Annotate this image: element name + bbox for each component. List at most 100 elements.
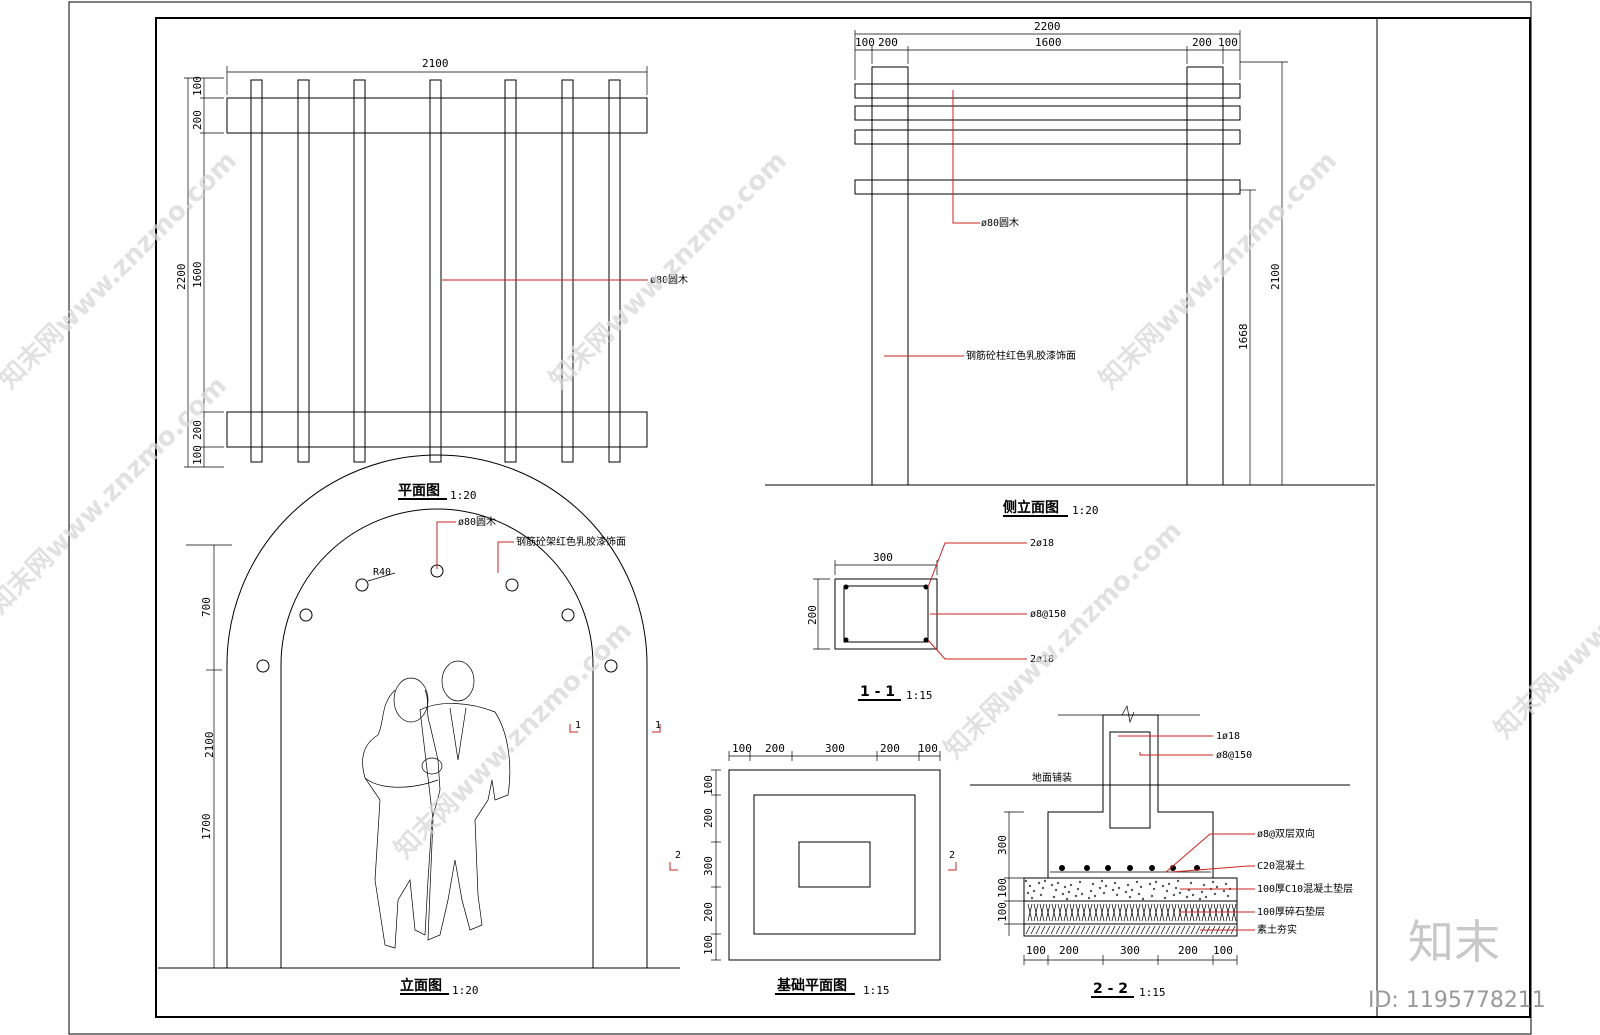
svg-text:100: 100 bbox=[191, 76, 204, 96]
sec11-title: 1 - 1 bbox=[860, 684, 895, 700]
svg-text:300: 300 bbox=[825, 742, 845, 755]
svg-text:100厚C10混凝土垫层: 100厚C10混凝土垫层 bbox=[1257, 882, 1353, 895]
timber-hole bbox=[256, 659, 270, 673]
plan-title: 平面图 bbox=[398, 483, 440, 499]
section-2-2: 300 100 100 100 200 300 200 100 地面铺装 1ø1… bbox=[970, 704, 1353, 999]
plan-timber-member bbox=[504, 79, 517, 463]
front-timber-note: ø80圆木 bbox=[458, 516, 496, 528]
rebar-dot bbox=[1149, 865, 1155, 871]
svg-text:1:20: 1:20 bbox=[452, 984, 479, 997]
svg-text:300: 300 bbox=[702, 856, 715, 876]
front-elevation: 2 100 700 1700 ø80圆木 钢筋砼架红色乳胶漆饰面 R40 1 1 … bbox=[158, 454, 957, 997]
svg-text:2: 2 bbox=[675, 850, 681, 861]
side-timber-note: ø80圆木 bbox=[981, 217, 1019, 229]
plan-timber-note: ø80圆木 bbox=[650, 274, 688, 286]
side-column-note: 钢筋砼柱红色乳胶漆饰面 bbox=[966, 349, 1076, 362]
svg-text:200: 200 bbox=[1192, 36, 1212, 49]
svg-text:100: 100 bbox=[702, 935, 715, 955]
brand-logo: 知末 bbox=[1408, 915, 1500, 969]
plan-timber-member bbox=[353, 79, 366, 463]
ground-paving-label: 地面铺装 bbox=[1032, 771, 1072, 784]
plan-timber-member bbox=[297, 79, 310, 463]
svg-text:1600: 1600 bbox=[1035, 36, 1062, 49]
svg-text:知末网www.znzmo.com: 知末网www.znzmo.com bbox=[389, 616, 638, 865]
svg-text:100: 100 bbox=[1213, 944, 1233, 957]
svg-text:1:20: 1:20 bbox=[1072, 504, 1099, 517]
svg-text:200: 200 bbox=[806, 605, 819, 625]
svg-text:知末网www.znzmo.com: 知末网www.znzmo.com bbox=[1489, 496, 1600, 745]
svg-text:100: 100 bbox=[191, 445, 204, 465]
svg-text:100: 100 bbox=[996, 902, 1009, 922]
svg-text:ø8@150: ø8@150 bbox=[1216, 750, 1252, 761]
timber-hole bbox=[604, 659, 618, 673]
svg-text:100: 100 bbox=[1218, 36, 1238, 49]
svg-text:200: 200 bbox=[191, 110, 204, 130]
svg-text:200: 200 bbox=[1178, 944, 1198, 957]
people-silhouette bbox=[362, 660, 511, 949]
svg-text:1: 1 bbox=[575, 720, 581, 731]
plan-timber-member bbox=[608, 79, 621, 463]
svg-text:100: 100 bbox=[702, 775, 715, 795]
rebar-dot bbox=[1170, 865, 1176, 871]
svg-text:1:20: 1:20 bbox=[450, 489, 477, 502]
side-clear-height-dim: 1668 bbox=[1237, 324, 1250, 351]
side-height-dim: 2100 bbox=[1269, 264, 1282, 291]
side-elevation: 2200 100 200 1600 200 100 2100 1668 ø80圆… bbox=[765, 20, 1375, 517]
radius-label: R40 bbox=[373, 567, 391, 578]
plan-timber-member bbox=[561, 79, 574, 463]
sec11-top-rebar: 2ø18 bbox=[1030, 538, 1054, 549]
front-elevation-title: 立面图 bbox=[400, 977, 442, 994]
rebar-dot bbox=[1084, 865, 1090, 871]
svg-text:300: 300 bbox=[873, 551, 893, 564]
svg-text:1: 1 bbox=[655, 720, 661, 731]
watermarks: 知末网www.znzmo.com 知末网www.znzmo.com 知末网www… bbox=[0, 146, 1600, 865]
svg-text:200: 200 bbox=[191, 420, 204, 440]
svg-text:300: 300 bbox=[1120, 944, 1140, 957]
svg-text:100: 100 bbox=[732, 742, 752, 755]
svg-text:素土夯实: 素土夯实 bbox=[1257, 923, 1297, 936]
plan-view: 2100 2200 100 200 1600 200 100 ø80圆木 平面图… bbox=[175, 57, 688, 502]
image-id: ID: 1195778211 bbox=[1368, 988, 1546, 1013]
svg-text:ø8@双层双向: ø8@双层双向 bbox=[1257, 827, 1315, 840]
side-elevation-title: 侧立面图 bbox=[1003, 499, 1059, 516]
rebar-dot bbox=[1059, 865, 1065, 871]
svg-text:200: 200 bbox=[1059, 944, 1079, 957]
svg-text:200: 200 bbox=[765, 742, 785, 755]
plan-width-dim: 2100 bbox=[422, 57, 449, 70]
svg-text:100: 100 bbox=[1026, 944, 1046, 957]
section-1-1: 300 200 2ø18 ø8@150 2ø18 1 - 1 1:15 bbox=[806, 538, 1066, 702]
svg-text:1700: 1700 bbox=[200, 814, 213, 841]
svg-text:200: 200 bbox=[880, 742, 900, 755]
timber-hole bbox=[355, 578, 369, 592]
svg-text:1ø18: 1ø18 bbox=[1216, 731, 1240, 742]
timber-hole bbox=[561, 608, 575, 622]
svg-text:知末网www.znzmo.com: 知末网www.znzmo.com bbox=[0, 371, 233, 620]
plan-timber-member bbox=[250, 79, 263, 463]
sec11-bottom-rebar: 2ø18 bbox=[1030, 654, 1054, 665]
svg-text:知末网www.znzmo.com: 知末网www.znzmo.com bbox=[0, 146, 243, 395]
timber-hole bbox=[299, 608, 313, 622]
svg-text:2: 2 bbox=[949, 850, 955, 861]
svg-text:300: 300 bbox=[996, 835, 1009, 855]
rebar-dot bbox=[1105, 865, 1111, 871]
foundation-plan-title: 基础平面图 bbox=[777, 977, 847, 994]
front-frame-note: 钢筋砼架红色乳胶漆饰面 bbox=[516, 535, 626, 548]
svg-text:知末网www.znzmo.com: 知末网www.znzmo.com bbox=[1094, 146, 1343, 395]
svg-text:C20混凝土: C20混凝土 bbox=[1257, 859, 1305, 872]
svg-text:100: 100 bbox=[996, 878, 1009, 898]
sec22-title: 2 - 2 bbox=[1093, 981, 1128, 997]
foundation-plan: 100 200 300 200 100 100 200 300 200 100 … bbox=[702, 742, 941, 997]
svg-text:200: 200 bbox=[702, 808, 715, 828]
svg-text:200: 200 bbox=[702, 902, 715, 922]
side-total-width: 2200 bbox=[1034, 20, 1061, 33]
plan-depth-dim: 2200 bbox=[175, 264, 188, 291]
svg-text:700: 700 bbox=[200, 597, 213, 617]
svg-text:100厚碎石垫层: 100厚碎石垫层 bbox=[1257, 905, 1325, 918]
svg-text:1600: 1600 bbox=[191, 262, 204, 289]
inner-border bbox=[155, 17, 1531, 1018]
plan-timber-member bbox=[429, 79, 442, 463]
svg-text:1:15: 1:15 bbox=[1139, 986, 1166, 999]
svg-text:知末网www.znzmo.com: 知末网www.znzmo.com bbox=[544, 146, 793, 395]
